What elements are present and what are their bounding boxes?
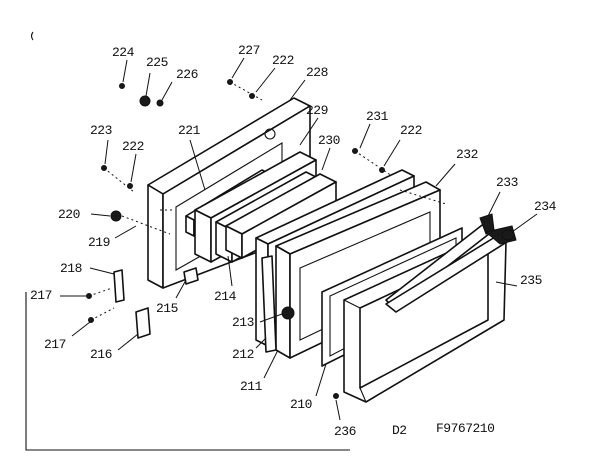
label-210: 210 (290, 397, 312, 412)
door-knob (281, 306, 295, 320)
label-236: 236 (334, 424, 356, 439)
label-217-top: 217 (30, 288, 52, 303)
leader-lines (60, 57, 538, 421)
assembly-lines (88, 81, 447, 321)
label-218: 218 (60, 261, 82, 276)
hinge-cover (135, 307, 151, 339)
label-217-bottom: 217 (44, 337, 66, 352)
label-216: 216 (90, 347, 112, 362)
diagram-code: D2 (392, 423, 407, 438)
door-handle (385, 225, 517, 313)
label-213: 213 (232, 315, 254, 330)
label-232: 232 (456, 147, 478, 162)
hinge-bracket (113, 269, 125, 303)
label-226: 226 (176, 67, 198, 82)
reference-frame (25, 292, 350, 451)
label-229: 229 (306, 103, 328, 118)
label-220: 220 (58, 207, 80, 222)
label-228: 228 (306, 65, 328, 80)
label-225: 225 (146, 55, 168, 70)
label-224: 224 (112, 45, 134, 60)
label-222-top: 222 (272, 53, 294, 68)
latch-clip (183, 267, 199, 285)
label-233: 233 (496, 175, 518, 190)
label-234: 234 (534, 199, 556, 214)
grommet (110, 210, 122, 222)
label-212: 212 (232, 347, 254, 362)
part-number: F9767210 (436, 421, 495, 436)
label-227: 227 (238, 43, 260, 58)
corner-mark (30, 31, 34, 41)
label-215: 215 (156, 301, 178, 316)
label-222-right: 222 (400, 123, 422, 138)
label-222-left: 222 (122, 139, 144, 154)
screws (86, 79, 385, 399)
label-211: 211 (240, 379, 262, 394)
label-230: 230 (318, 133, 340, 148)
label-231: 231 (366, 109, 388, 124)
label-221: 221 (178, 123, 200, 138)
label-223: 223 (90, 123, 112, 138)
label-219: 219 (88, 235, 110, 250)
label-235: 235 (520, 273, 542, 288)
label-214: 214 (214, 289, 236, 304)
